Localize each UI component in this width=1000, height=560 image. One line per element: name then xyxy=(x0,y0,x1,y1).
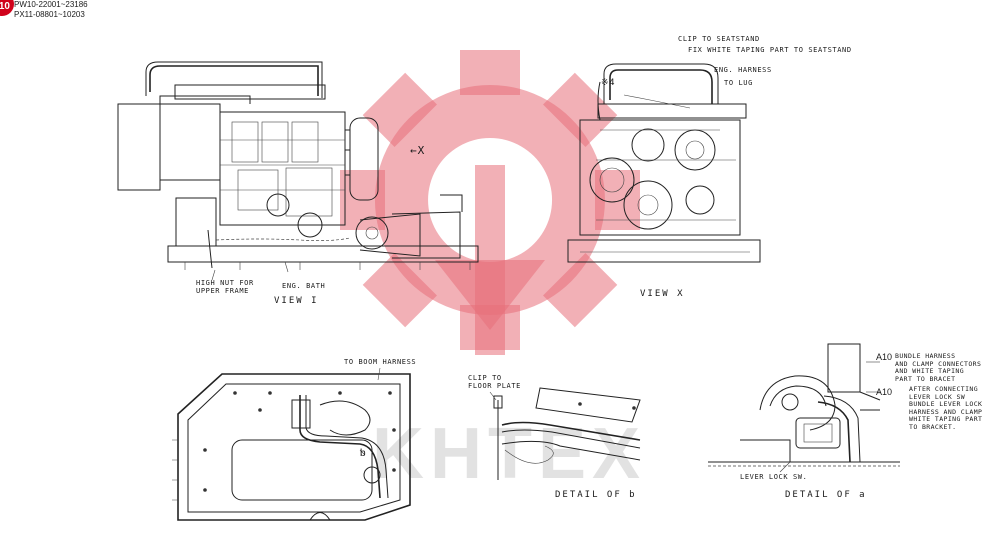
serial-number-range-1: PW10-22001~23186 xyxy=(14,0,88,9)
callout-clip-floor-plate: CLIP TO FLOOR PLATE xyxy=(468,374,521,390)
detail-b-drawing xyxy=(489,387,641,480)
note-1-code: A10 xyxy=(876,352,893,362)
view-1-title: VIEW I xyxy=(274,296,319,306)
detail-b-title: DETAIL OF b xyxy=(555,490,637,500)
detail-a-drawing xyxy=(708,343,900,473)
view-1-engine-drawing xyxy=(117,61,479,281)
callout-fix-taping: FIX WHITE TAPING PART TO SEATSTAND xyxy=(688,46,852,54)
callout-to-boom-harness: TO BOOM HARNESS xyxy=(344,358,417,366)
note-1-text: BUNDLE HARNESS AND CLAMP CONNECTORS AND … xyxy=(895,352,982,383)
watermark-text: KHTEX xyxy=(372,414,647,494)
note-2-code: A10 xyxy=(876,387,893,397)
callout-lever-lock-sw: LEVER LOCK SW. xyxy=(740,473,808,481)
floor-plate-drawing xyxy=(172,367,411,521)
note-2-text: AFTER CONNECTING LEVER LOCK SW BUNDLE LE… xyxy=(909,385,983,431)
serial-number-range-2: PX11-08801~10203 xyxy=(14,10,85,19)
callout-clip-seatstand: CLIP TO SEATSTAND xyxy=(678,35,760,43)
callout-to-lug: TO LUG xyxy=(724,79,753,87)
detail-a-title: DETAIL OF a xyxy=(785,490,867,500)
callout-eng-bath: ENG. BATH xyxy=(282,282,326,290)
detail-b-marker: b xyxy=(360,448,367,459)
callout-high-nut: HIGH NUT FOR UPPER FRAME xyxy=(196,279,254,295)
view-x-title: VIEW X xyxy=(640,289,685,299)
marker-note-4: ※4 xyxy=(601,78,616,88)
callout-eng-harness: ENG. HARNESS xyxy=(714,66,772,74)
view-x-engine-drawing xyxy=(567,63,761,263)
view-x-arrow-label: ←X xyxy=(410,144,426,157)
corner-badge: 10 xyxy=(0,0,14,16)
